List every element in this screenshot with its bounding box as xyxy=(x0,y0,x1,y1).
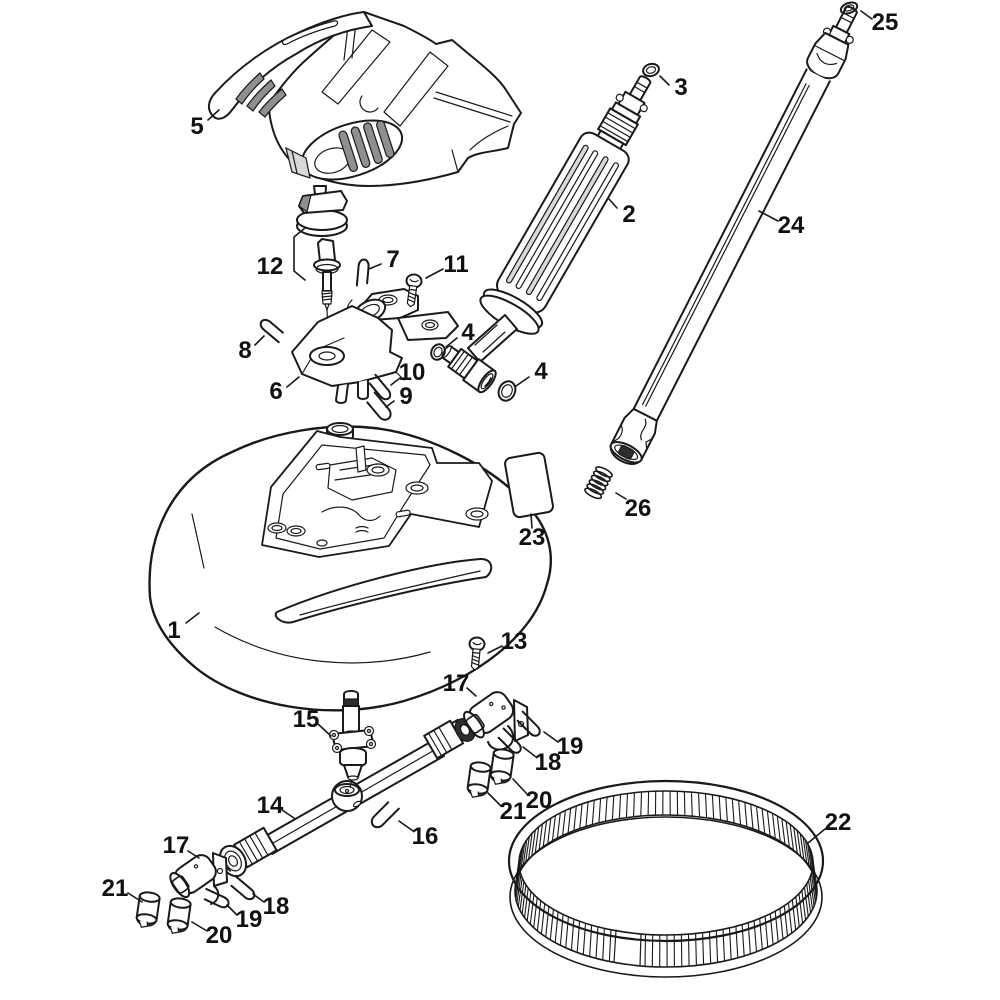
clip-16 xyxy=(370,801,400,829)
clip-18-left xyxy=(230,875,256,901)
knob-spindle-drawing xyxy=(296,190,348,350)
part-label-4b: 4 xyxy=(534,358,548,385)
part-label-18b: 18 xyxy=(263,893,290,920)
clip-9 xyxy=(366,391,392,421)
part-label-22: 22 xyxy=(825,809,852,836)
nozzle-cap-20-right xyxy=(489,748,515,785)
part-label-4a: 4 xyxy=(461,319,475,346)
part-label-20a: 20 xyxy=(526,787,553,814)
part-label-14: 14 xyxy=(257,792,284,819)
spray-lance-drawing xyxy=(441,62,660,402)
part-label-5: 5 xyxy=(190,113,203,140)
o-ring-3 xyxy=(642,62,660,78)
part-label-25: 25 xyxy=(872,9,899,36)
rotary-arm-drawing xyxy=(135,690,541,934)
part-label-17b: 17 xyxy=(163,832,190,859)
leader-lines xyxy=(127,10,873,932)
part-label-7: 7 xyxy=(386,246,399,273)
part-label-18a: 18 xyxy=(535,749,562,776)
part-label-9: 9 xyxy=(399,383,412,410)
part-label-10: 10 xyxy=(399,359,426,386)
part-label-12: 12 xyxy=(257,253,284,280)
nozzle-cap-20-left xyxy=(166,897,192,934)
screw-13 xyxy=(468,636,486,671)
o-ring-4b xyxy=(497,380,517,402)
part-label-19a: 19 xyxy=(557,733,584,760)
swivel-spindle-15 xyxy=(328,690,377,788)
part-label-21b: 21 xyxy=(102,875,129,902)
nozzle-cap-21-right xyxy=(466,761,492,798)
o-ring-4a xyxy=(430,343,446,361)
part-label-1: 1 xyxy=(167,617,180,644)
nozzle-cap-21-left xyxy=(135,891,161,928)
part-label-8: 8 xyxy=(238,337,251,364)
part-label-2: 2 xyxy=(622,201,635,228)
clip-8 xyxy=(259,318,284,344)
clip-18-right xyxy=(497,727,522,754)
part-label-17a: 17 xyxy=(443,670,470,697)
part-label-26: 26 xyxy=(625,495,652,522)
clip-19-left xyxy=(203,887,230,909)
part-label-21a: 21 xyxy=(500,798,527,825)
part-label-19b: 19 xyxy=(236,906,263,933)
elbow-nozzle-holder-17-upper xyxy=(463,691,529,751)
clip-7 xyxy=(355,258,370,287)
elbow-nozzle-holder-17-lower xyxy=(169,852,228,905)
part-label-6: 6 xyxy=(269,378,282,405)
valve-bracket-drawing xyxy=(259,258,459,421)
part-label-11: 11 xyxy=(443,251,468,278)
part-label-24: 24 xyxy=(778,212,805,239)
screw-11 xyxy=(405,273,423,308)
part-label-16: 16 xyxy=(412,823,439,850)
part-label-3: 3 xyxy=(674,74,687,101)
dome-housing-drawing xyxy=(148,422,554,712)
brush-ring-drawing xyxy=(507,779,825,978)
part-label-15: 15 xyxy=(293,706,320,733)
part-label-23: 23 xyxy=(519,524,546,551)
handle-assembly-drawing xyxy=(208,11,522,206)
part-label-13: 13 xyxy=(501,628,528,655)
extension-tube-drawing xyxy=(584,1,859,500)
clip-10 xyxy=(368,373,392,401)
bristle-band xyxy=(514,790,818,968)
clip-19-right xyxy=(516,710,541,737)
o-ring-25 xyxy=(839,1,859,15)
sticker-23 xyxy=(504,451,554,519)
spring-26 xyxy=(584,466,613,500)
part-label-20b: 20 xyxy=(206,922,233,949)
part-labels: 1 2 3 4 4 5 6 7 8 9 10 11 12 13 14 15 16… xyxy=(102,9,899,949)
